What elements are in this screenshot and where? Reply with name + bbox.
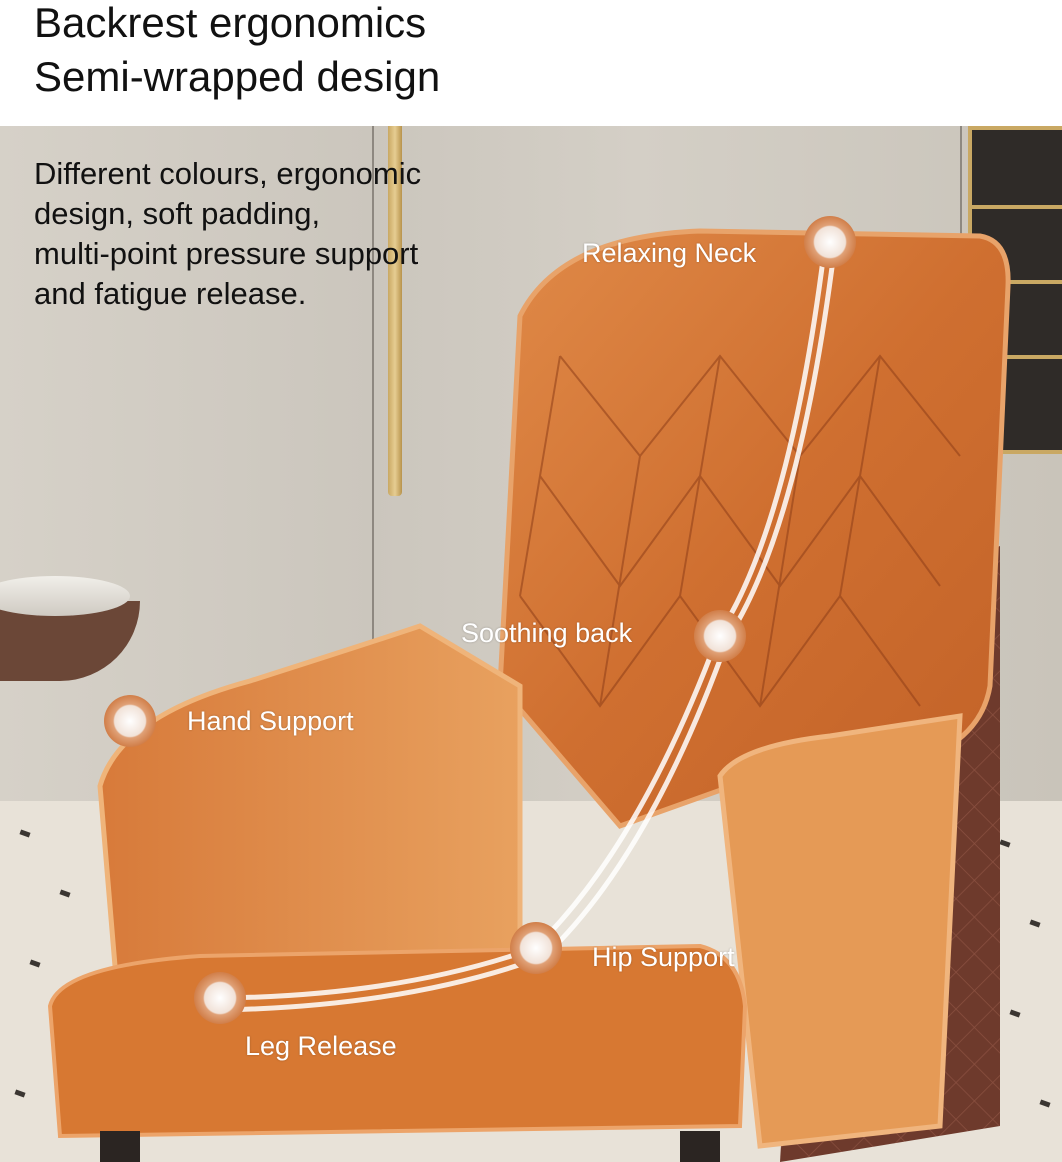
chair-illustration bbox=[47, 228, 1011, 1162]
gold-handle bbox=[388, 126, 402, 496]
pressure-point-leg-icon bbox=[194, 972, 246, 1024]
intro-line: multi-point pressure support bbox=[34, 236, 419, 271]
pressure-point-hand-icon bbox=[104, 695, 156, 747]
callout-hip-support: Hip Support bbox=[592, 942, 735, 972]
callout-hand-support: Hand Support bbox=[187, 706, 354, 736]
intro-paragraph: Different colours, ergonomic design, sof… bbox=[34, 154, 534, 314]
title-line-2: Semi-wrapped design bbox=[34, 53, 441, 100]
intro-line: and fatigue release. bbox=[34, 276, 307, 311]
side-table-top bbox=[0, 576, 130, 616]
callout-leg-release: Leg Release bbox=[245, 1031, 397, 1061]
intro-line: design, soft padding, bbox=[34, 196, 321, 231]
pressure-point-neck-icon bbox=[804, 216, 856, 268]
callout-relaxing-neck: Relaxing Neck bbox=[582, 238, 757, 268]
pressure-point-back-icon bbox=[694, 610, 746, 662]
product-scene: Different colours, ergonomic design, sof… bbox=[0, 126, 1062, 1162]
header-banner: Backrest ergonomics Semi-wrapped design bbox=[0, 0, 1062, 126]
pressure-point-hip-icon bbox=[510, 922, 562, 974]
intro-line: Different colours, ergonomic bbox=[34, 156, 422, 191]
wall-panel-line bbox=[372, 126, 374, 801]
callout-soothing-back: Soothing back bbox=[461, 618, 633, 648]
title-line-1: Backrest ergonomics bbox=[34, 0, 427, 46]
